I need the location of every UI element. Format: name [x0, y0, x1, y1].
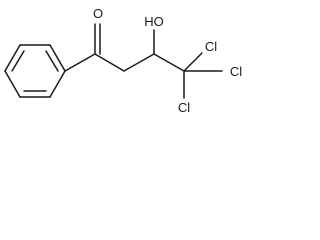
chlorine-bond-top — [183, 52, 203, 72]
chain-bond — [153, 53, 185, 72]
ring-bond — [49, 44, 66, 72]
ring-double-bond — [45, 50, 59, 72]
ring-carbonyl-bond — [64, 53, 96, 72]
carbonyl-oxygen-label: O — [93, 6, 103, 21]
chain-bond — [123, 53, 155, 72]
hydroxyl-label: HO — [144, 14, 164, 29]
ring-double-bond — [11, 50, 25, 72]
ring-bond — [4, 70, 21, 98]
chlorine-right-label: Cl — [230, 64, 242, 79]
benzene-ring — [4, 44, 66, 98]
ring-bond — [4, 44, 21, 72]
ring-bond — [49, 70, 66, 98]
chemical-structure: O HO Cl Cl Cl — [4, 6, 242, 115]
chlorine-bottom-label: Cl — [178, 100, 190, 115]
chlorine-top-label: Cl — [205, 39, 217, 54]
chain-bond — [94, 53, 125, 72]
